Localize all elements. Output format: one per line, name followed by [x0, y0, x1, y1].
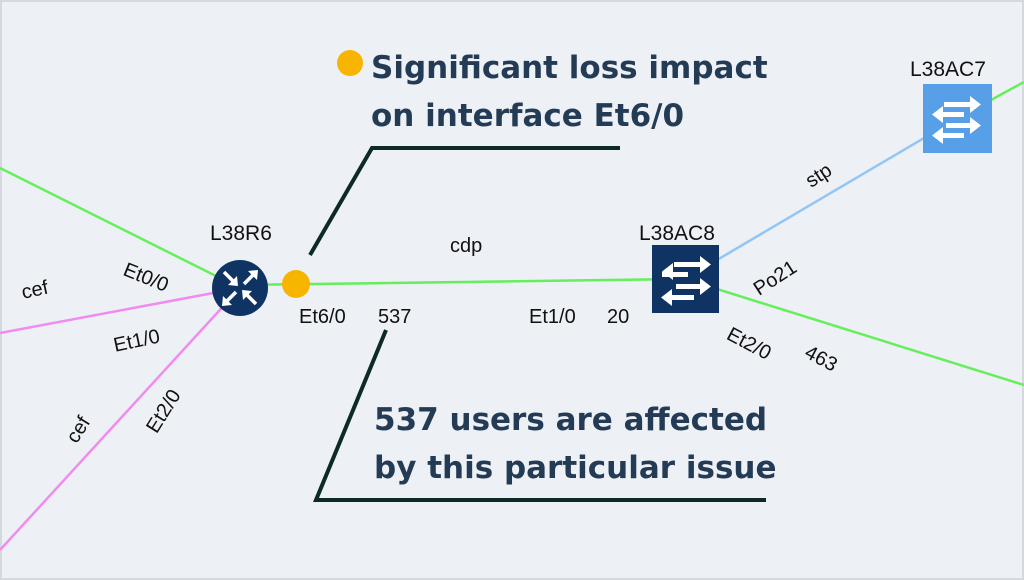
callout-users-line2: by this particular issue — [374, 450, 777, 486]
switch-icon-ac8[interactable] — [652, 245, 719, 313]
switch-icon-ac7[interactable] — [923, 84, 992, 153]
alert-dot[interactable] — [282, 270, 310, 298]
callout-loss-line2: on interface Et6/0 — [371, 98, 685, 134]
link-r6-top[interactable] — [0, 166, 241, 290]
callout-users-line1: 537 users are affected — [374, 402, 768, 438]
alert-dot-icon — [337, 50, 363, 76]
ac8-label: L38AC8 — [639, 222, 715, 245]
interface-label-et6-0: Et6/0 — [299, 306, 346, 328]
link-r6-bottom[interactable] — [0, 287, 241, 551]
callout-leader-users — [313, 329, 766, 502]
callout-loss-line1: Significant loss impact — [371, 50, 768, 86]
callout-leader-loss — [308, 146, 620, 257]
callout-users: 537 users are affected by this particula… — [374, 396, 777, 492]
router-label: L38R6 — [210, 222, 272, 245]
callout-loss: Significant loss impact on interface Et6… — [337, 44, 768, 140]
interface-label-et1-0-ac8: Et1/0 — [529, 306, 576, 328]
link-r6-mid[interactable] — [0, 286, 241, 335]
link-ac8-ac7[interactable] — [699, 116, 959, 272]
router-icon[interactable] — [212, 260, 268, 316]
protocol-label-cdp: cdp — [450, 235, 483, 257]
users-count-20: 20 — [607, 306, 630, 328]
link-ac8-right[interactable] — [684, 277, 1024, 387]
users-count-537: 537 — [378, 306, 412, 328]
link-r6-ac8[interactable] — [239, 277, 686, 287]
ac7-label: L38AC7 — [910, 58, 986, 81]
